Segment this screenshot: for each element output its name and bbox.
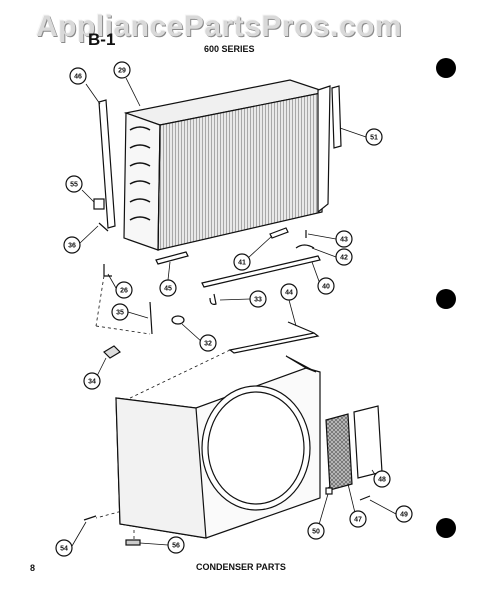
callout-circle <box>55 539 73 557</box>
part-33-hook <box>209 293 217 305</box>
part-44-rod <box>228 321 320 354</box>
callout-group <box>55 61 413 557</box>
callout-label: 42 <box>340 255 348 262</box>
callout-labels: 46 29 51 55 36 43 41 42 45 40 26 33 44 3… <box>60 68 408 553</box>
callout-label: 49 <box>400 512 408 519</box>
part-47-grille <box>325 413 353 491</box>
callout-circle <box>365 128 383 146</box>
callout-circle <box>199 334 217 352</box>
callout-circle <box>167 536 185 554</box>
part-45-strip <box>155 251 189 265</box>
binder-hole <box>436 289 456 309</box>
callout-circle <box>395 505 413 523</box>
callout-circle <box>317 277 335 295</box>
callout-label: 36 <box>68 243 76 250</box>
binder-hole <box>436 518 456 538</box>
callout-label: 54 <box>60 546 68 553</box>
callout-label: 35 <box>116 310 124 317</box>
watermark: AppliancePartsPros.com <box>36 10 403 43</box>
callout-label: 50 <box>312 529 320 536</box>
callout-label: 51 <box>370 135 378 142</box>
callout-circle <box>307 522 325 540</box>
callout-circle <box>65 175 83 193</box>
callout-circle <box>83 372 101 390</box>
callout-label: 46 <box>74 74 82 81</box>
callout-label: 41 <box>238 260 246 267</box>
condenser-shroud <box>115 355 321 539</box>
callout-circle <box>113 61 131 79</box>
callout-circle <box>280 283 298 301</box>
part-50-clip <box>325 487 333 495</box>
part-56-block <box>125 539 141 546</box>
part-34-valve <box>103 345 121 359</box>
part-35-pin <box>149 301 153 335</box>
callout-circle <box>159 279 177 297</box>
diagram-caption: CONDENSER PARTS <box>196 562 286 572</box>
part-46-bracket <box>98 99 116 229</box>
page-number: 8 <box>30 563 36 573</box>
series-title: 600 SERIES <box>204 44 255 54</box>
callout-label: 47 <box>354 517 362 524</box>
callout-label: 40 <box>322 284 330 291</box>
part-55-plate <box>93 198 105 210</box>
callout-circle <box>349 510 367 528</box>
binder-hole <box>436 58 456 78</box>
callout-label: 45 <box>164 286 172 293</box>
callout-label: 43 <box>340 237 348 244</box>
callout-label: 56 <box>172 543 180 550</box>
callout-label: 29 <box>118 68 126 75</box>
part-40-rod <box>201 255 321 288</box>
callout-circle <box>335 230 353 248</box>
condenser-coil <box>123 79 331 251</box>
part-42-clip <box>295 244 315 249</box>
part-48-panel <box>353 405 383 479</box>
callout-circle <box>115 281 133 299</box>
callout-label: 33 <box>254 297 262 304</box>
part-49-screw <box>359 495 371 501</box>
callout-circle <box>233 253 251 271</box>
callout-circle <box>111 303 129 321</box>
callout-circle <box>69 67 87 85</box>
callout-circle <box>335 248 353 266</box>
part-32-ring <box>171 315 185 325</box>
callout-label: 55 <box>70 182 78 189</box>
part-54-screw <box>83 515 97 521</box>
diagram-code: B-1 <box>88 30 116 49</box>
part-51-bracket <box>331 85 342 149</box>
callout-label: 44 <box>285 290 293 297</box>
callout-label: 34 <box>88 379 96 386</box>
callout-circle <box>63 236 81 254</box>
callout-circle <box>249 290 267 308</box>
callout-label: 48 <box>378 477 386 484</box>
callout-label: 32 <box>204 341 212 348</box>
part-41-strip <box>269 227 289 239</box>
callout-circle <box>373 470 391 488</box>
callout-label: 26 <box>120 288 128 295</box>
